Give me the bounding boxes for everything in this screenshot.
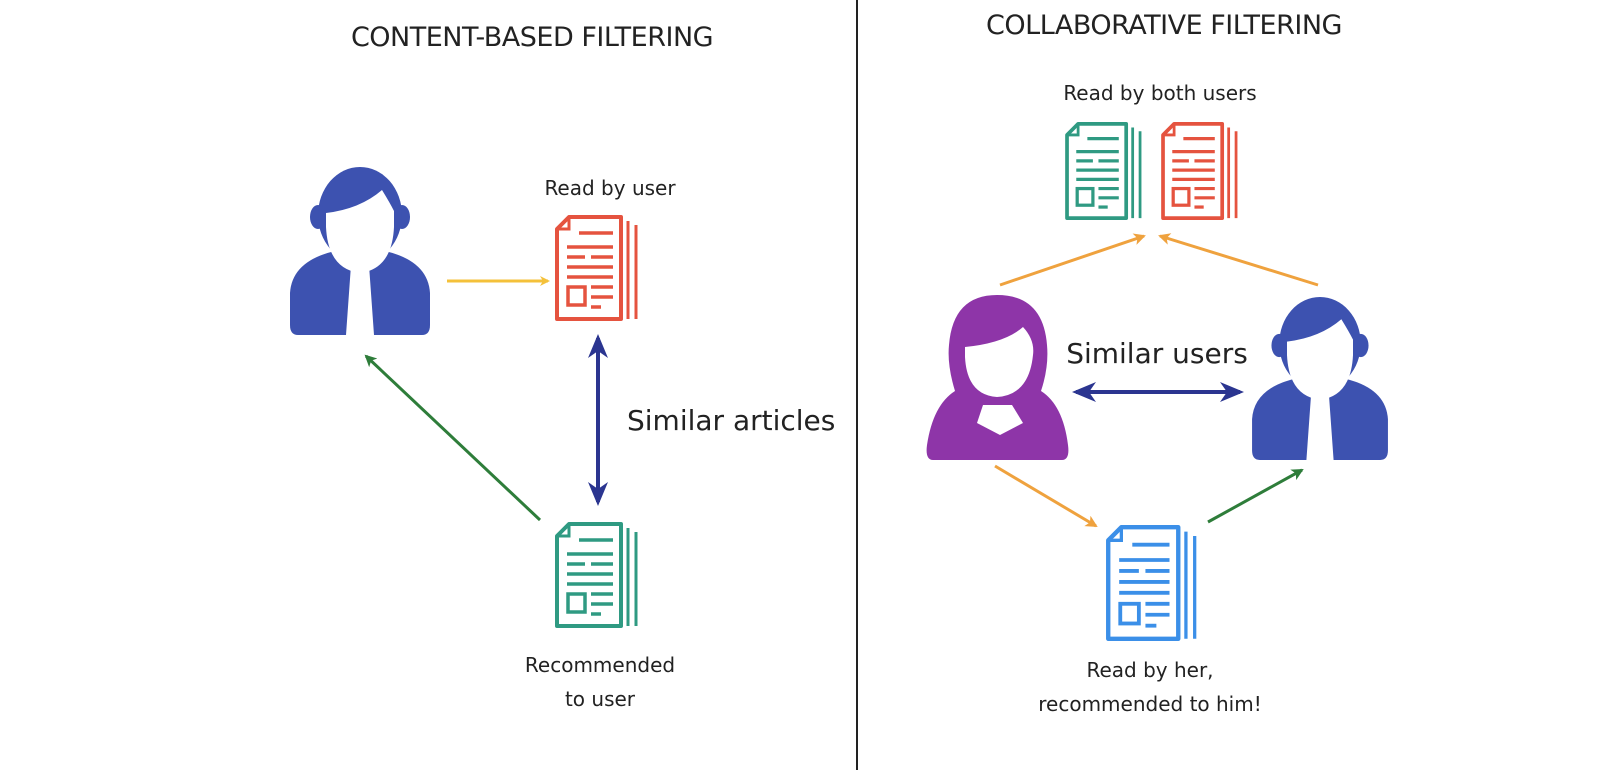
content-based-panel: CONTENT-BASED FILTERING Read by user Sim… bbox=[290, 22, 835, 711]
collaborative-panel: COLLABORATIVE FILTERING Read by both use… bbox=[926, 10, 1388, 716]
woman-user-icon bbox=[926, 295, 1069, 460]
similar-users-label: Similar users bbox=[1066, 337, 1248, 370]
user-icon bbox=[290, 167, 430, 335]
read-article-document-icon bbox=[555, 215, 638, 321]
recommend-arrow bbox=[364, 354, 542, 522]
similar-articles-label: Similar articles bbox=[627, 404, 835, 437]
shared-document-red-icon bbox=[1161, 122, 1239, 220]
man-user-icon bbox=[1252, 296, 1388, 460]
him-reads-arrow bbox=[1158, 233, 1319, 287]
read-by-both-label: Read by both users bbox=[1063, 81, 1256, 105]
recommended-document-icon bbox=[555, 522, 638, 628]
content-based-title: CONTENT-BASED FILTERING bbox=[351, 22, 713, 53]
recommended-label-line2: to user bbox=[565, 687, 636, 711]
read-by-her-line1: Read by her, bbox=[1086, 658, 1213, 682]
her-reads-blue-arrow bbox=[994, 464, 1098, 528]
recommended-label-line1: Recommended bbox=[525, 653, 675, 677]
her-reads-arrow bbox=[999, 233, 1146, 287]
recommended-to-him-document-icon bbox=[1108, 527, 1194, 639]
read-by-user-label: Read by user bbox=[544, 176, 676, 200]
recommend-to-him-arrow bbox=[1207, 468, 1304, 524]
collaborative-title: COLLABORATIVE FILTERING bbox=[986, 10, 1342, 41]
shared-document-teal-icon bbox=[1065, 122, 1143, 220]
read-by-her-line2: recommended to him! bbox=[1038, 692, 1262, 716]
